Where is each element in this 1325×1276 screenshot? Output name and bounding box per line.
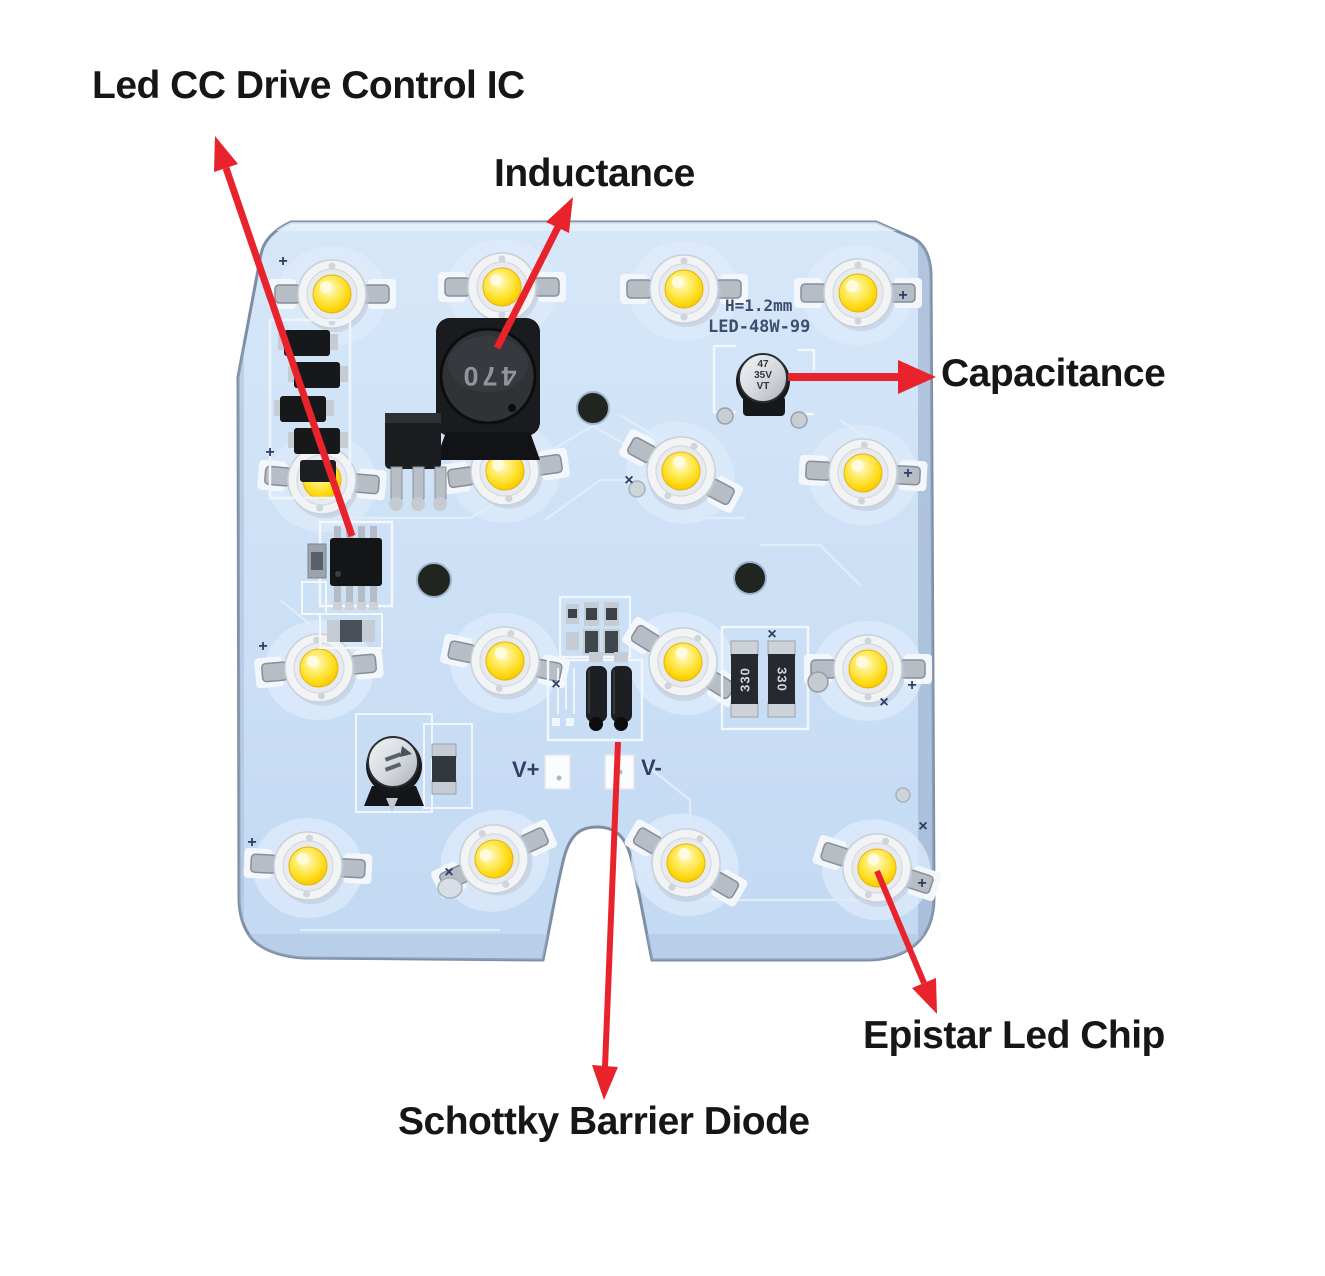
silkscreen-v-plus: V+ (512, 757, 540, 782)
x-mark: × (879, 694, 888, 711)
x-mark: × (624, 472, 633, 489)
plus-mark: + (258, 638, 267, 655)
annotation-label-inductance: Inductance (494, 152, 695, 195)
plus-mark: + (907, 677, 916, 694)
silkscreen-model-marking: LED-48W-99 (708, 317, 811, 337)
arrow-inductance (493, 225, 562, 350)
capacitor-marking-line2: 35V (754, 370, 772, 381)
arrow-cc-drive-ic (222, 166, 356, 538)
capacitor-marking: 47 35V VT (744, 359, 782, 392)
resistor-marking-right: 330 (774, 667, 790, 692)
plus-mark: + (903, 465, 912, 482)
annotation-label-epistar: Epistar Led Chip (863, 1014, 1165, 1057)
plus-mark: + (278, 253, 287, 270)
silkscreen-marks: + + + + + + + + × × × × × × (247, 253, 927, 892)
resistor-marking-left: 330 (737, 667, 753, 692)
x-mark: × (551, 676, 560, 693)
annotation-arrows (222, 166, 927, 1068)
plus-mark: + (898, 287, 907, 304)
capacitor-marking-line3: VT (756, 381, 770, 392)
schottky-diode-pair (546, 652, 644, 742)
arrow-epistar (874, 869, 927, 985)
annotation-label-schottky: Schottky Barrier Diode (398, 1100, 810, 1143)
x-mark: × (918, 818, 927, 835)
cc-driver-ic (301, 520, 394, 649)
inductor (436, 318, 540, 460)
mounting-holes (416, 391, 767, 598)
silkscreen-v-minus: V- (641, 755, 662, 780)
plus-mark: + (265, 444, 274, 461)
capacitor (712, 344, 816, 429)
plus-mark: + (247, 834, 256, 851)
x-mark: × (444, 864, 453, 881)
resistor-330-pair (720, 625, 829, 731)
to252-transistor (385, 413, 447, 511)
annotation-arrowheads (214, 136, 937, 1100)
solder-blobs (437, 480, 911, 899)
smd-resistor-group (558, 595, 632, 659)
capacitor-marking-line1: 47 (757, 359, 769, 370)
inductor-marking: 470 (459, 361, 517, 391)
pcb-board: + + + + + + + + × × × × × × (236, 220, 954, 962)
capacitor-2 (355, 713, 473, 813)
silkscreen-height-marking: H=1.2mm (725, 296, 793, 315)
annotation-label-capacitance: Capacitance (941, 352, 1166, 395)
annotation-label-cc-drive-ic: Led CC Drive Control IC (92, 64, 525, 107)
plus-mark: + (917, 875, 926, 892)
arrow-schottky (602, 741, 621, 1068)
x-mark: × (767, 626, 776, 643)
